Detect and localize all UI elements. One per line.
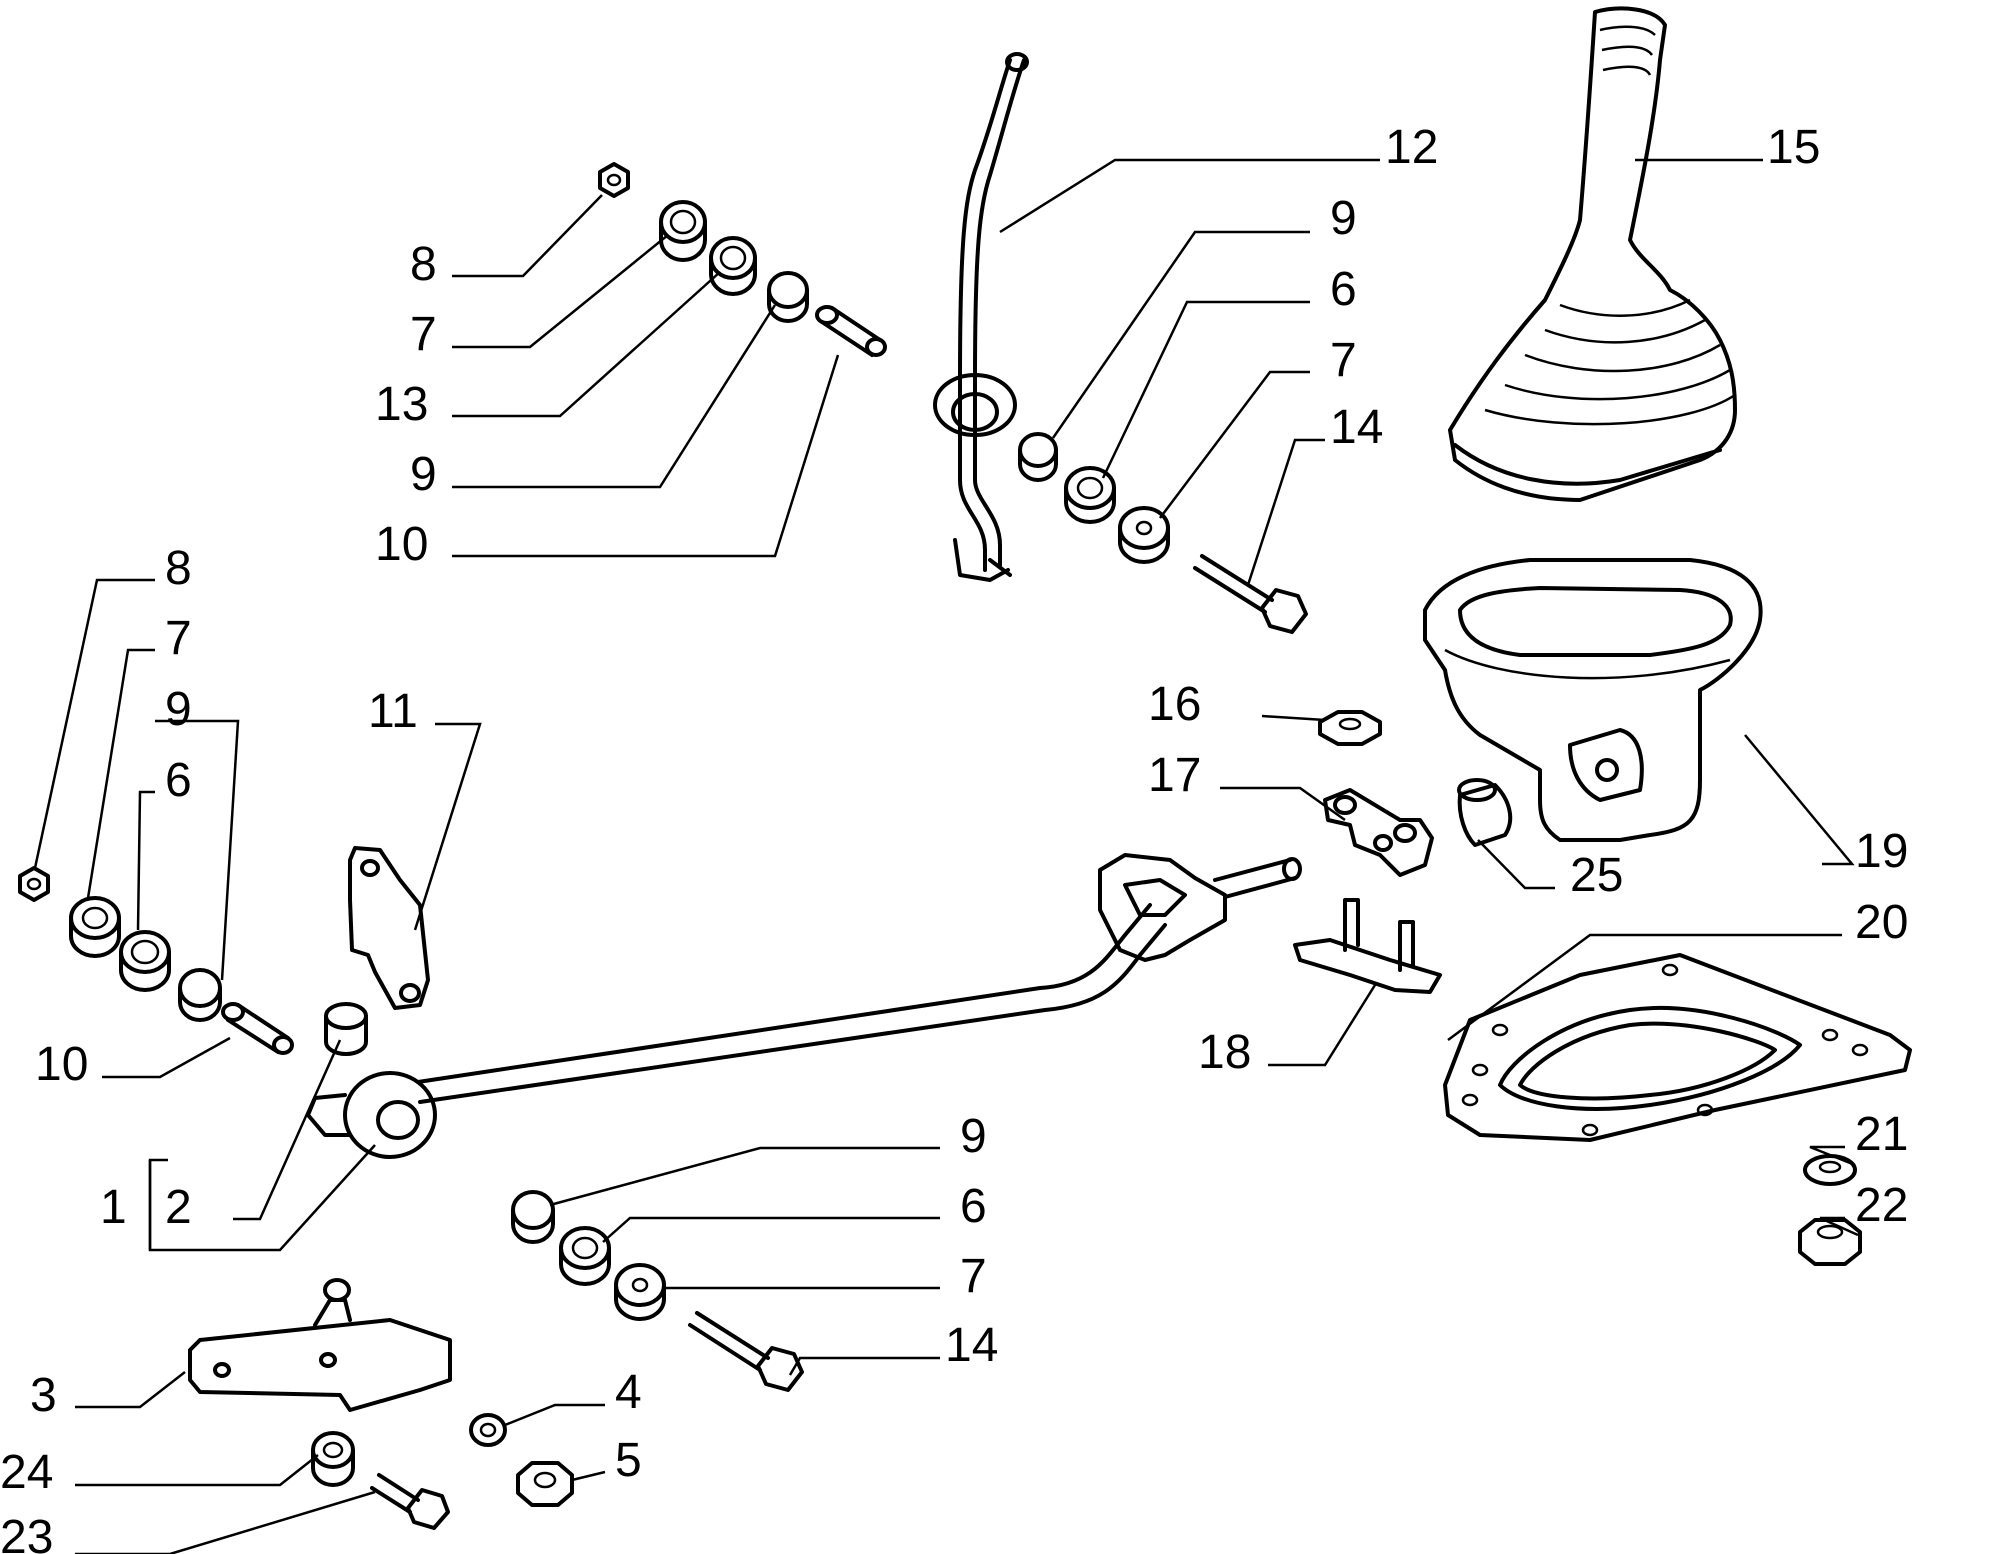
bush-9-right (1018, 432, 1058, 482)
bolt-14-lower (688, 1311, 804, 1392)
washer-6-lower (559, 1226, 611, 1286)
callout-7-lower: 7 (960, 1250, 987, 1303)
part-drawings (18, 6, 1912, 1530)
callout-10-left: 10 (35, 1038, 88, 1091)
callout-25: 25 (1570, 849, 1623, 902)
group-bracket-1-2 (148, 1158, 168, 1250)
pin-10-left (221, 1002, 294, 1055)
callout-9-lower: 9 (960, 1110, 987, 1163)
callout-7-left: 7 (165, 612, 192, 665)
clamp-17 (1323, 788, 1434, 877)
callout-22: 22 (1855, 1179, 1908, 1232)
callout-17: 17 (1148, 749, 1201, 802)
bolt-14-right (1193, 554, 1308, 634)
washer-6-right (1064, 466, 1116, 524)
washer-7-lower (614, 1263, 666, 1321)
nut-8-left (18, 866, 50, 902)
callout-5: 5 (615, 1434, 642, 1487)
callout-4: 4 (615, 1366, 642, 1419)
nut-16 (1318, 710, 1382, 746)
callout-13: 13 (375, 378, 428, 431)
callout-9-left: 9 (165, 683, 192, 736)
bush-9-top (767, 271, 809, 323)
callout-9-right: 9 (1330, 192, 1357, 245)
callout-8-top: 8 (410, 238, 437, 291)
callout-2: 2 (165, 1181, 192, 1234)
nut-5 (516, 1461, 574, 1507)
pin-10-top (815, 305, 887, 357)
lever-housing-19 (1423, 558, 1763, 842)
bracket-3 (188, 1278, 452, 1412)
bush-6-left (119, 930, 171, 992)
callout-19: 19 (1855, 825, 1908, 878)
gasket-plate-20 (1443, 953, 1912, 1142)
rod-12 (933, 52, 1029, 582)
callout-24: 24 (0, 1446, 53, 1499)
nut-22 (1798, 1218, 1862, 1266)
callout-6-left: 6 (165, 754, 192, 807)
callout-20: 20 (1855, 896, 1908, 949)
callout-7-top: 7 (410, 308, 437, 361)
callout-18: 18 (1198, 1026, 1251, 1079)
callout-6-right: 6 (1330, 263, 1357, 316)
bush-13-top (709, 236, 757, 296)
callout-11: 11 (368, 685, 418, 738)
callout-6-lower: 6 (960, 1180, 987, 1233)
callout-16: 16 (1148, 678, 1201, 731)
bolt-23 (370, 1473, 450, 1530)
callout-14-right: 14 (1330, 401, 1383, 454)
callout-8-left: 8 (165, 542, 192, 595)
callout-15: 15 (1767, 121, 1820, 174)
callout-12: 12 (1385, 121, 1438, 174)
callout-10-top: 10 (375, 518, 428, 571)
spacer-24 (311, 1431, 355, 1487)
callout-7-right: 7 (1330, 334, 1357, 387)
bush-9-left (178, 968, 222, 1022)
callout-9-top: 9 (410, 448, 437, 501)
callout-23: 23 (0, 1511, 53, 1554)
callout-21: 21 (1855, 1108, 1908, 1161)
nut-8-top (598, 162, 630, 198)
washer-7-left (69, 896, 121, 958)
washer-4 (469, 1413, 507, 1447)
gear-knob-boot-15 (1448, 6, 1737, 502)
callout-1: 1 (100, 1181, 127, 1234)
callout-3: 3 (30, 1369, 57, 1422)
washer-21 (1803, 1154, 1857, 1186)
washer-7-top (659, 200, 707, 262)
bush-25 (1457, 778, 1513, 847)
bracket-11 (348, 846, 430, 1010)
leader-lines (33, 158, 1859, 1554)
bush-9-lower (511, 1190, 555, 1244)
callout-14-lower: 14 (945, 1319, 998, 1372)
selector-rod-1 (306, 853, 1302, 1159)
grommet-2 (324, 1002, 368, 1056)
washer-7-right (1118, 506, 1170, 564)
stud-bracket-18 (1293, 898, 1442, 994)
callout-labels: 8 7 13 9 10 12 9 6 7 14 15 8 7 9 6 11 10… (0, 121, 1908, 1554)
